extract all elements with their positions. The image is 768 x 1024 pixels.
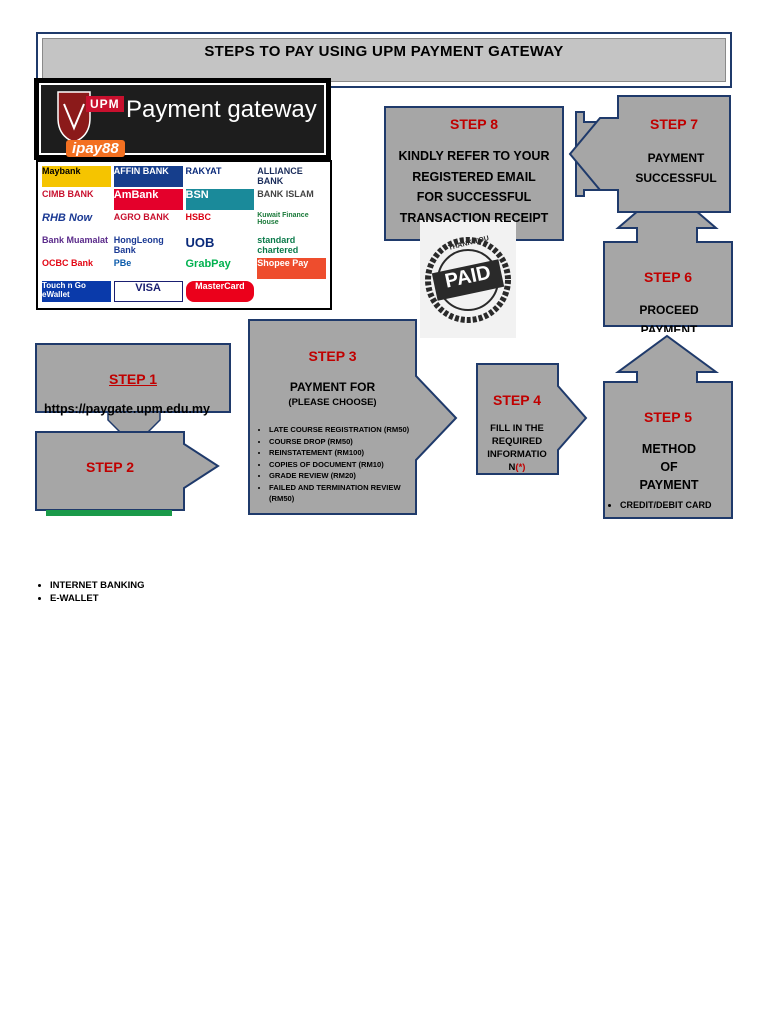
step8-box: [384, 106, 564, 241]
step8-label: STEP 8: [450, 116, 498, 132]
bank-logo: CIMB BANK: [42, 189, 94, 199]
payment-method-item: CREDIT/DEBIT CARD: [620, 500, 712, 510]
paid-stamp-icon: [425, 237, 511, 323]
bank-logo: VISA: [113, 281, 183, 302]
bank-logo: BANK ISLAM: [257, 189, 314, 199]
payment-for-item: GRADE REVIEW (RM20): [269, 470, 425, 482]
payment-for-item: COURSE DROP (RM50): [269, 436, 425, 448]
step3-heading: PAYMENT FOR: [289, 380, 376, 394]
payment-for-item: REINSTATEMENT (RM100): [269, 447, 425, 459]
bank-logo: GrabPay: [185, 258, 231, 270]
bank-logo: RAKYAT: [185, 166, 222, 176]
step6-text: PROCEED PAYMENT: [639, 303, 699, 332]
upm-mark: UPM: [86, 96, 124, 112]
step5-arrow-shape: [603, 334, 733, 519]
step7-label: STEP 7: [650, 116, 698, 132]
bank-logo: AmBank: [113, 189, 183, 210]
bank-logo: MasterCard: [185, 281, 255, 302]
bank-logo: BSN: [185, 189, 255, 210]
step5-label: STEP 5: [644, 409, 692, 425]
payment-gateway-text: Payment gateway: [126, 96, 317, 123]
bank-logo: Maybank: [42, 166, 111, 187]
bank-logo: OCBC Bank: [42, 258, 94, 268]
payment-method-item: INTERNET BANKING: [50, 580, 144, 593]
step1-label: STEP 1: [109, 371, 157, 387]
banks-panel: Maybank AFFIN BANK RAKYAT ALLIANCE BANK …: [36, 160, 332, 310]
bank-logo: RHB Now: [42, 212, 93, 224]
ipay88-badge: ipay88: [66, 140, 125, 157]
step4-label: STEP 4: [493, 392, 541, 408]
payment-method-item: E-WALLET: [50, 593, 144, 606]
bank-logo: Touch n Go eWallet: [42, 281, 111, 302]
step2-label: STEP 2: [86, 459, 134, 475]
upm-paygate-link[interactable]: https://paygate.upm.edu.my: [44, 402, 210, 416]
bank-logo: ALLIANCE BANK: [257, 166, 303, 186]
step4-text-wrap: FILL IN THE REQUIRED INFORMATIO N(*): [484, 422, 550, 474]
step3-arrow-shape: [248, 319, 458, 515]
step3-label: STEP 3: [308, 348, 357, 364]
title-banner-inner: STEPS TO PAY USING UPM PAYMENT GATEWAY: [42, 38, 726, 82]
payment-for-item: COPIES OF DOCUMENT (RM10): [269, 459, 425, 471]
step6-arrow-shape: [603, 184, 733, 327]
upm-payment-gateway-logo: UPM Payment gateway ipay88: [34, 78, 331, 160]
bank-logo: Bank Muamalat: [42, 235, 109, 245]
bank-logo: standard chartered: [257, 235, 299, 255]
step1-box: [35, 343, 231, 413]
bank-logo: UOB: [185, 235, 215, 250]
payment-method-overflow-list: INTERNET BANKING E-WALLET: [36, 580, 144, 605]
payment-method-list: CREDIT/DEBIT CARD: [606, 500, 712, 510]
step7-arrow-shape: [568, 95, 731, 213]
step6-label: STEP 6: [644, 269, 692, 285]
bank-logo: PBe: [113, 258, 132, 268]
step5-heading: METHOD OF PAYMENT: [639, 442, 699, 492]
step4-arrow-shape: [476, 363, 588, 475]
bank-logo: HongLeong Bank: [113, 235, 164, 255]
bank-logo: HSBC: [185, 212, 212, 222]
page-title: STEPS TO PAY USING UPM PAYMENT GATEWAY: [204, 43, 564, 60]
bank-logo: AFFIN BANK: [113, 166, 183, 187]
bank-logo: Kuwait Finance House: [257, 212, 309, 226]
green-bar: [46, 510, 172, 516]
paid-stamp: PAID THANK YOU: [420, 220, 516, 338]
bank-logo: AGRO BANK: [113, 212, 170, 222]
step8-text: KINDLY REFER TO YOUR REGISTERED EMAIL FO…: [398, 149, 550, 225]
bank-logo: Shopee Pay: [257, 258, 326, 279]
payment-for-item: LATE COURSE REGISTRATION (RM50): [269, 424, 425, 436]
step7-text: PAYMENT SUCCESSFUL: [635, 151, 717, 185]
step3-subheading: (PLEASE CHOOSE): [288, 397, 377, 408]
step4-asterisk: (*): [515, 462, 526, 473]
step4-text: FILL IN THE REQUIRED INFORMATIO N: [487, 423, 547, 473]
payment-for-list: LATE COURSE REGISTRATION (RM50) COURSE D…: [256, 424, 425, 505]
payment-for-item: FAILED AND TERMINATION REVIEW (RM50): [269, 482, 425, 505]
